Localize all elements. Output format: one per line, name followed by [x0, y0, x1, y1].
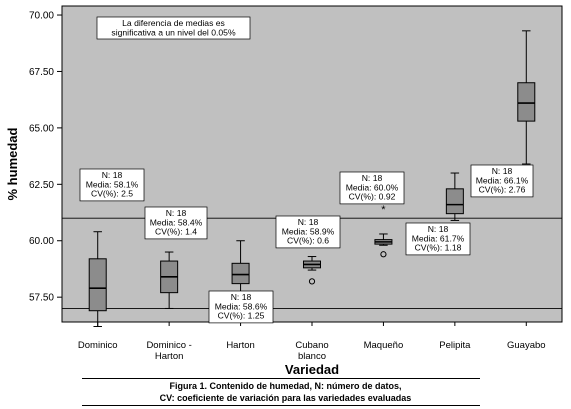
- x-tick-label: blanco: [298, 351, 326, 362]
- caption-bottom-rule: [82, 405, 480, 406]
- annotation-line: CV(%): 1.25: [218, 311, 265, 321]
- annotation-frame: [339, 171, 405, 205]
- annotation-line: CV(%): 2.76: [479, 185, 526, 195]
- x-axis-label: Variedad: [285, 362, 339, 377]
- annotation-line: CV(%): 1.4: [155, 227, 197, 237]
- x-tick-label: Cubano: [295, 340, 328, 351]
- annotation-frame: [405, 222, 471, 256]
- significance-note-line: La diferencia de medias es: [122, 18, 225, 28]
- x-tick-label: Pelipita: [439, 340, 471, 351]
- extreme-point: *: [381, 204, 386, 216]
- significance-note-line: significativa a un nivel del 0.05%: [111, 28, 236, 38]
- y-tick-label: 67.50: [29, 67, 54, 78]
- outlier-point: [380, 251, 387, 258]
- x-tick-label: Harton: [226, 340, 255, 351]
- plot-area: [61, 5, 563, 323]
- y-tick-label: 57.50: [29, 293, 54, 304]
- box-iqr: [517, 82, 536, 122]
- annotation-line: N: 18: [428, 224, 449, 234]
- annotation-line: N: 18: [102, 170, 123, 180]
- caption-top-rule: [82, 378, 480, 379]
- y-axis-label: % humedad: [5, 127, 20, 200]
- y-tick-label: 62.50: [29, 180, 54, 191]
- annotation-frame: [470, 164, 534, 198]
- annotation-line: CV(%): 1.18: [415, 243, 462, 253]
- annotation-line: CV(%): 0.92: [349, 192, 396, 202]
- annotation-line: Media: 58.4%: [150, 217, 203, 227]
- x-tick-label: Dominico: [78, 340, 118, 351]
- outlier-point: [308, 278, 316, 285]
- y-tick-label: 70.00: [29, 11, 54, 22]
- figure-caption-line2: CV: coeficiente de variación para las va…: [159, 393, 412, 403]
- x-tick-label: Guayabo: [507, 340, 546, 351]
- box-iqr: [231, 262, 250, 285]
- y-tick-label: 65.00: [29, 123, 54, 134]
- annotation-line: CV(%): 0.6: [287, 236, 329, 246]
- significance-note-box: [96, 16, 251, 40]
- x-tick-label: Dominico -: [146, 340, 191, 351]
- annotation-line: N: 18: [231, 292, 252, 302]
- annotation-frame: [275, 215, 341, 249]
- annotation-line: N: 18: [492, 166, 513, 176]
- annotation-line: Media: 60.0%: [346, 182, 399, 192]
- annotation-line: Media: 58.9%: [282, 226, 335, 236]
- annotation-frame: [79, 168, 145, 202]
- annotation-line: Media: 61.7%: [412, 233, 465, 243]
- annotation-line: Media: 58.1%: [86, 179, 139, 189]
- box-plot-chart: 57.50 60.00 62.50 65.00 67.50 70.00 % humedad *…: [5, 5, 563, 377]
- box-iqr: [445, 188, 464, 215]
- annotation-line: N: 18: [298, 217, 319, 227]
- annotation-frame: [208, 290, 274, 324]
- annotation-line: CV(%): 2.5: [91, 189, 133, 199]
- annotation-line: N: 18: [362, 173, 383, 183]
- annotation-line: Media: 58.6%: [215, 301, 268, 311]
- figure-caption-line1: Figura 1. Contenido de humedad, N: númer…: [169, 381, 402, 391]
- x-tick-label: Harton: [155, 351, 184, 362]
- annotation-line: Media: 66.1%: [476, 175, 529, 185]
- y-tick-label: 60.00: [29, 236, 54, 247]
- annotation-line: N: 18: [166, 208, 187, 218]
- annotation-frame: [144, 206, 208, 240]
- x-tick-label: Maqueño: [364, 340, 404, 351]
- box-iqr: [88, 258, 107, 312]
